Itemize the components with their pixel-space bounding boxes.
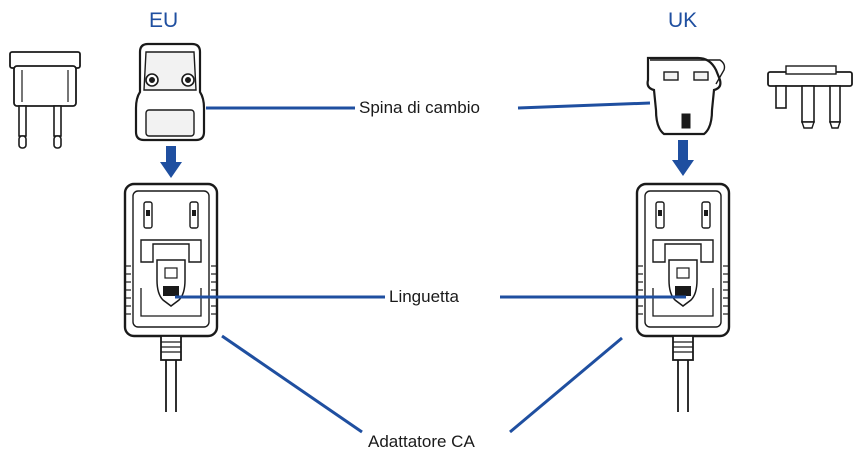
uk-plug-front-view	[646, 56, 726, 136]
eu-insert-arrow	[160, 146, 182, 178]
plug-change-leader-right	[517, 101, 651, 110]
eu-plug-front-view	[134, 42, 206, 142]
uk-region-label: UK	[668, 9, 698, 32]
tab-label: Linguetta	[385, 287, 463, 307]
ac-adapter-leader-right	[509, 336, 623, 434]
plug-change-label: Spina di cambio	[355, 98, 484, 118]
ac-adapter-label: Adattatore CA	[364, 432, 479, 452]
uk-plug-side-view	[767, 65, 853, 129]
uk-insert-arrow	[672, 140, 694, 176]
eu-plug-side-view	[9, 51, 81, 149]
eu-region-label: EU	[149, 9, 179, 32]
ac-adapter-leader-left	[221, 334, 363, 434]
